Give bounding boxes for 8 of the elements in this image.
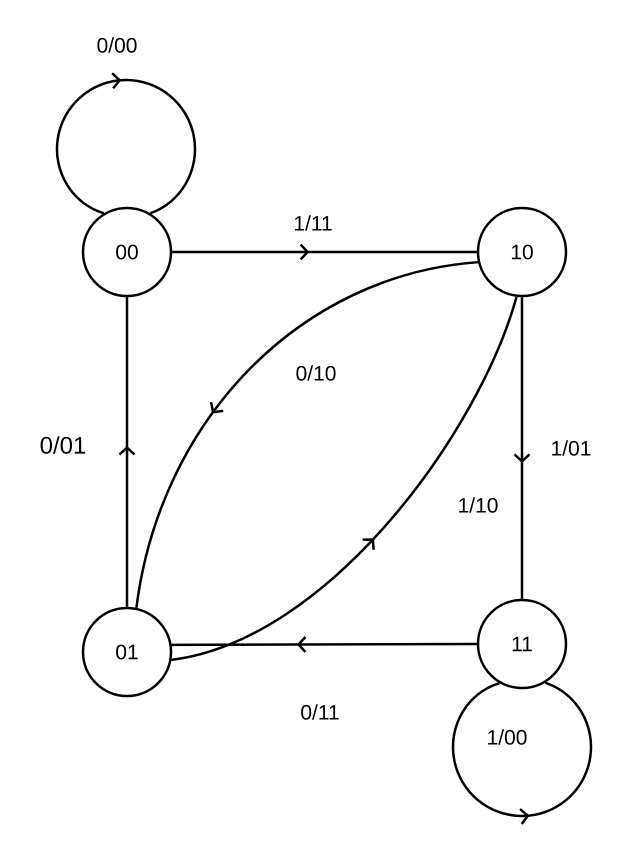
edge-label: 0/11 [298,702,342,722]
edge-label: 0/00 [95,36,139,54]
edge-label: 0/01 [38,434,88,456]
edge-label: 1/11 [292,214,334,232]
edge-label: 1/10 [456,496,500,514]
edge-label: 0/10 [294,364,338,382]
edge-label: 1/01 [549,438,593,458]
edge-label: 1/00 [485,728,529,746]
